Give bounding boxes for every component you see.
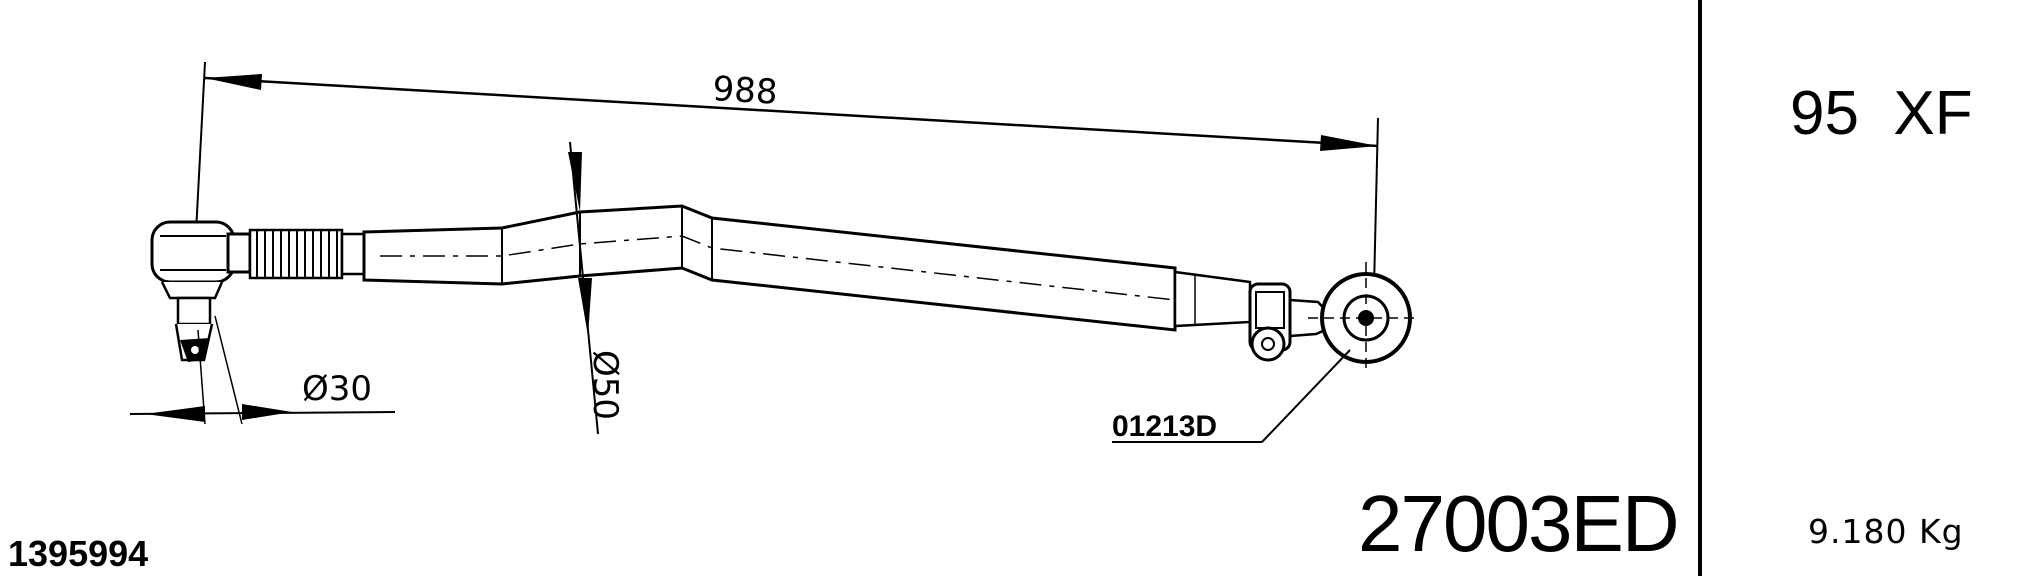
- length-dimension: 988: [195, 61, 1379, 331]
- left-ball-joint: [150, 220, 252, 362]
- diameter-30-value: Ø30: [302, 369, 372, 409]
- vehicle-model: 95 XF: [1790, 79, 1973, 148]
- diameter-50-value: Ø50: [585, 350, 625, 420]
- tie-rod-tube: [362, 204, 1261, 332]
- part-number: 27003ED: [1358, 479, 1680, 568]
- threaded-section: [248, 228, 366, 280]
- right-eye-joint: [1248, 262, 1420, 374]
- length-dimension-value: 988: [711, 69, 778, 113]
- diameter-30-dimension: Ø30: [129, 315, 396, 425]
- diameter-50-dimension: Ø50: [568, 141, 625, 435]
- part-weight: 9.180 Kg: [1808, 512, 1964, 551]
- end-part-code: 01213D: [1112, 410, 1217, 443]
- reference-number: 1395994: [8, 533, 149, 574]
- end-part-leader: 01213D: [1112, 349, 1351, 443]
